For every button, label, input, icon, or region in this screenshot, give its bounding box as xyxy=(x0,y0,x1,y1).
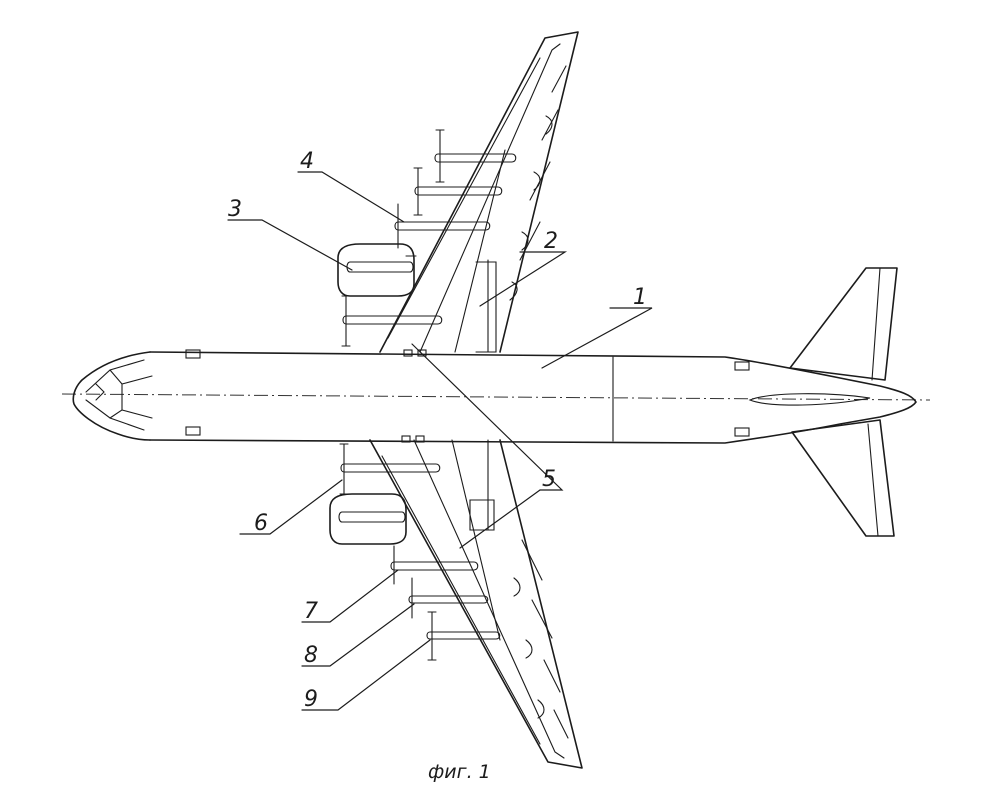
lower-wing xyxy=(369,435,583,769)
callout-4: 4 xyxy=(300,149,314,174)
engine-upper xyxy=(337,243,417,297)
callout-3: 3 xyxy=(228,197,242,222)
aircraft-centerline xyxy=(61,393,931,401)
callout-2: 2 xyxy=(544,229,558,254)
callout-9: 9 xyxy=(304,687,318,712)
horizontal-stabilizer-lower xyxy=(791,419,895,537)
leader-lines xyxy=(227,171,653,711)
figure-caption: фиг. 1 xyxy=(428,761,491,783)
engine-lower xyxy=(329,493,407,545)
store-rails-lower xyxy=(339,443,501,661)
upper-wing xyxy=(379,31,579,357)
horizontal-stabilizer-upper xyxy=(789,267,898,381)
callout-6: 6 xyxy=(254,511,268,536)
store-rails-upper xyxy=(341,129,517,347)
callout-8: 8 xyxy=(304,643,318,668)
callout-7: 7 xyxy=(304,599,318,624)
callout-1: 1 xyxy=(633,285,647,310)
callout-5: 5 xyxy=(542,467,556,492)
